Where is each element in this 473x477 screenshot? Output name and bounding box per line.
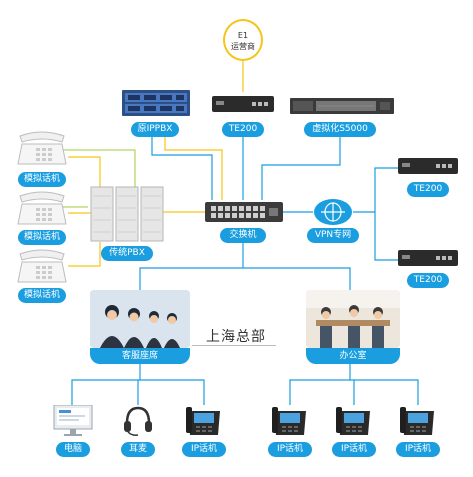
desk-phone-icon <box>17 191 67 225</box>
ip-phone-device-2 <box>272 405 308 437</box>
ip-phone-device-4 <box>400 405 436 437</box>
ip-phone-device-1 <box>186 405 222 437</box>
rack-server-icon <box>122 90 190 116</box>
gateway-device-icon <box>398 250 458 266</box>
office-photo <box>306 290 400 348</box>
ip-phone-device-3 <box>336 405 372 437</box>
switch-device <box>205 200 283 224</box>
office-label: 办公室 <box>306 348 400 364</box>
computer-label: 电脑 <box>56 442 90 457</box>
te200-top-label: TE200 <box>222 122 264 137</box>
e1-label: E1 <box>237 31 249 40</box>
virtual-s5000-device <box>290 96 394 116</box>
customer-service-label: 客服座席 <box>90 348 190 364</box>
hq-underline <box>192 345 276 346</box>
switch-label: 交换机 <box>220 228 266 243</box>
ip-phone-icon <box>336 407 370 435</box>
analog-phone-label-3: 模拟话机 <box>18 288 66 303</box>
desk-phone-icon <box>17 249 67 283</box>
ip-phone-label-2: IP话机 <box>268 442 312 457</box>
gateway-device-icon <box>212 96 274 112</box>
server-icon <box>290 98 394 114</box>
vpn-label: VPN专网 <box>307 228 359 243</box>
headset-label: 耳麦 <box>121 442 155 457</box>
computer-icon <box>53 404 93 436</box>
ip-phone-label-1: IP话机 <box>182 442 226 457</box>
analog-phone-2 <box>16 190 68 226</box>
te200-right-label-2: TE200 <box>407 273 449 288</box>
customer-service-photo <box>90 290 190 348</box>
globe-icon <box>314 199 352 225</box>
gateway-device-icon <box>398 158 458 174</box>
hq-title: 上海总部 <box>206 329 266 345</box>
old-ippbx-label: 原IPPBX <box>131 122 179 137</box>
analog-phone-3 <box>16 248 68 284</box>
te200-right-label-1: TE200 <box>407 182 449 197</box>
ip-phone-label-4: IP话机 <box>396 442 440 457</box>
legacy-pbx-device <box>90 186 164 242</box>
office-illustration <box>306 290 400 348</box>
computer-device <box>52 404 94 437</box>
analog-phone-1 <box>16 130 68 166</box>
carrier-label: 运营商 <box>231 42 255 51</box>
old-ippbx-device <box>122 90 190 116</box>
ip-phone-icon <box>272 407 306 435</box>
te200-top-device <box>212 94 274 114</box>
analog-phone-label-1: 模拟话机 <box>18 172 66 187</box>
ip-phone-icon <box>186 407 220 435</box>
headset-icon <box>124 406 152 436</box>
vpn-node <box>313 198 353 226</box>
te200-right-device-1 <box>398 156 458 176</box>
legacy-pbx-label: 传统PBX <box>101 246 153 261</box>
e1-carrier-node: E1 运营商 <box>223 19 263 61</box>
ip-phone-icon <box>400 407 434 435</box>
network-switch-icon <box>205 202 283 222</box>
te200-right-device-2 <box>398 248 458 268</box>
analog-phone-label-2: 模拟话机 <box>18 230 66 245</box>
virtual-s5000-label: 虚拟化S5000 <box>304 122 376 137</box>
desk-phone-icon <box>17 131 67 165</box>
ip-phone-label-3: IP话机 <box>332 442 376 457</box>
pbx-cabinet-icon <box>90 186 164 242</box>
headset-device <box>122 405 154 437</box>
agents-illustration <box>90 290 190 348</box>
